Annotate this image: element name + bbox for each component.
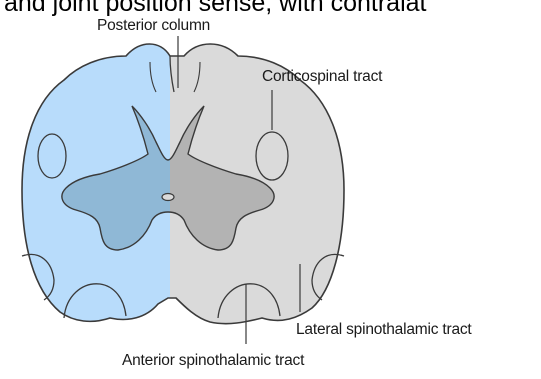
label-posterior-column: Posterior column [97, 18, 210, 34]
label-anterior-spinothalamic-tract: Anterior spinothalamic tract [122, 353, 304, 369]
label-lateral-spinothalamic-tract: Lateral spinothalamic tract [296, 322, 472, 338]
central-canal [162, 194, 174, 201]
label-corticospinal-tract: Corticospinal tract [262, 69, 382, 85]
